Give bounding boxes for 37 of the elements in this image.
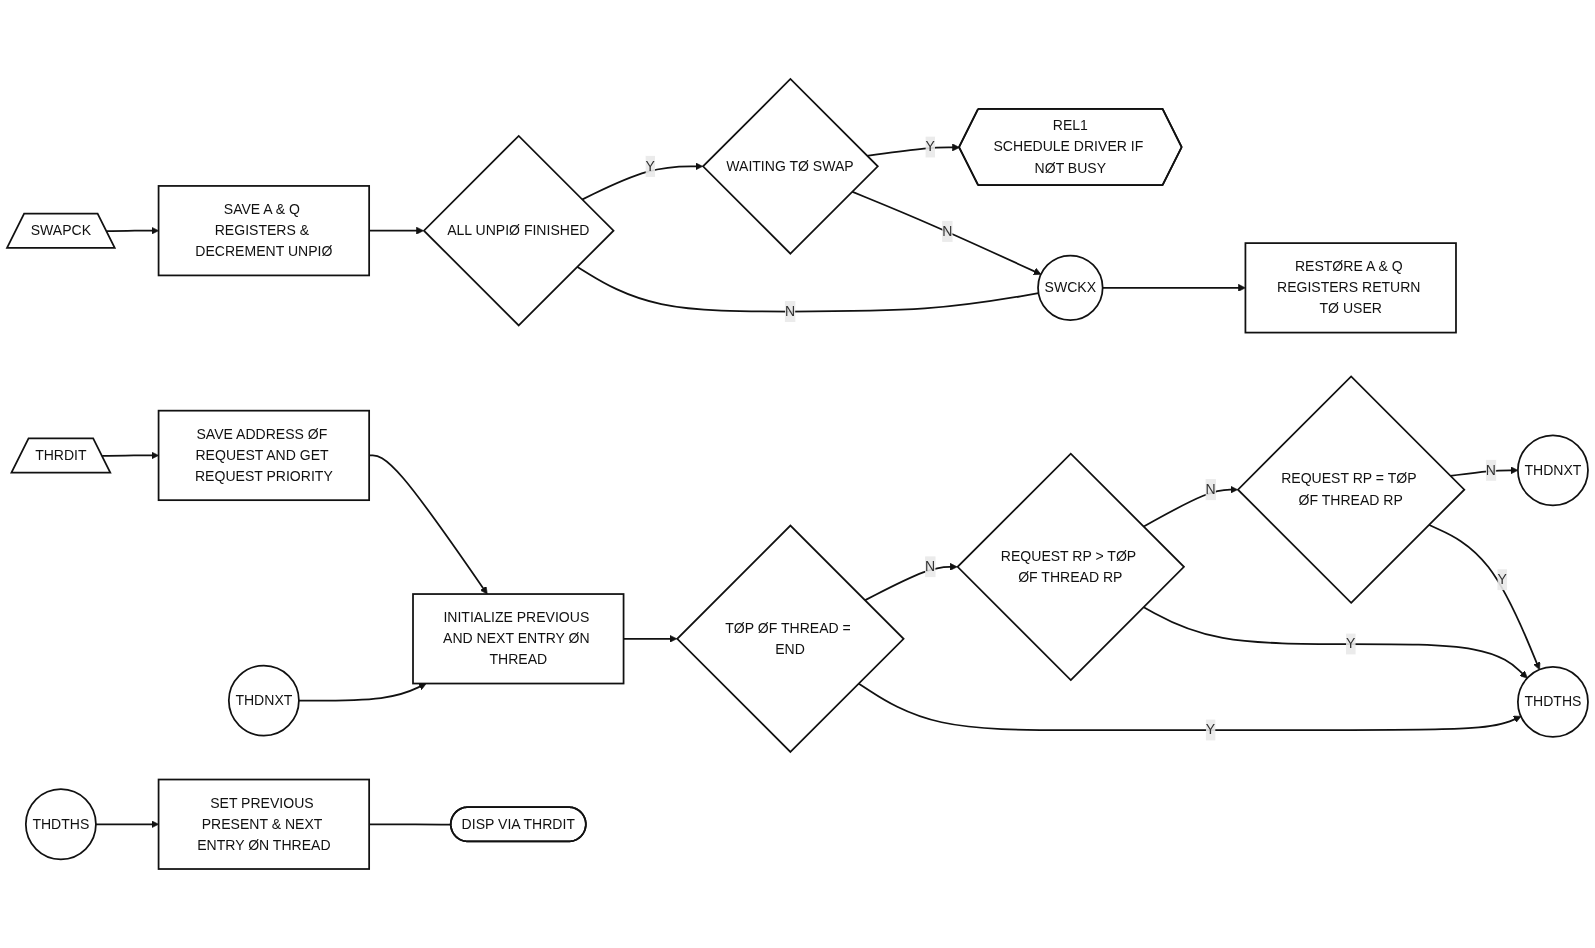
edge-label: Y [645, 158, 655, 174]
arrow [298, 683, 427, 702]
arrow [101, 451, 159, 460]
node-diamond: REQUEST RP > TØP ØF THREAD RP [956, 452, 1186, 682]
arrow [863, 563, 958, 602]
node-diamond: WAITING TØ SWAP [701, 77, 880, 255]
arrow [865, 143, 960, 157]
arrow [95, 820, 159, 829]
arrow [1142, 606, 1528, 679]
node-circle: THDTHS [1517, 666, 1589, 738]
edge-label: N [1485, 462, 1496, 478]
arrow [857, 682, 1522, 731]
edge-label: N [1205, 481, 1216, 497]
node-box: RESTØRE A & Q REGISTERS RETURN TØ USER [1244, 242, 1457, 334]
node-circle: SWCKX [1037, 254, 1104, 322]
edge-label: N [925, 558, 936, 574]
node-circle: THDNXT [1517, 434, 1589, 507]
node-box: SAVE A & Q REGISTERS & DECREMENT UNPIØ [157, 185, 370, 277]
edge-label: Y [1205, 722, 1216, 738]
node-circle: THDTHS [24, 788, 97, 861]
arrow [581, 162, 703, 201]
node-diamond: ALL UNPIØ FINISHED [422, 134, 615, 327]
node-box: SAVE ADDRESS ØF REQUEST AND GET REQUEST PRIORITY [157, 409, 370, 502]
node-box: SET PREVIOUS PRESENT & NEXT ENTRY ØN THREAD [157, 778, 370, 870]
edge-label: N [784, 303, 796, 319]
edge-label: Y [1497, 571, 1507, 587]
node-diamond: REQUEST RP = TØP ØF THREAD RP [1236, 375, 1466, 605]
arrow [851, 190, 1042, 275]
node-box: INITIALIZE PREVIOUS AND NEXT ENTRY ØN THREAD [412, 593, 625, 685]
node-diamond: TØP ØF THREAD = END [676, 524, 905, 754]
edge-label: Y [1346, 636, 1356, 652]
arrow [1142, 485, 1238, 528]
edge-label: Y [925, 139, 935, 155]
node-circle: THDNXT [227, 664, 300, 737]
arrow [1427, 523, 1541, 670]
arrow [105, 226, 159, 235]
edge-label: N [942, 223, 953, 239]
